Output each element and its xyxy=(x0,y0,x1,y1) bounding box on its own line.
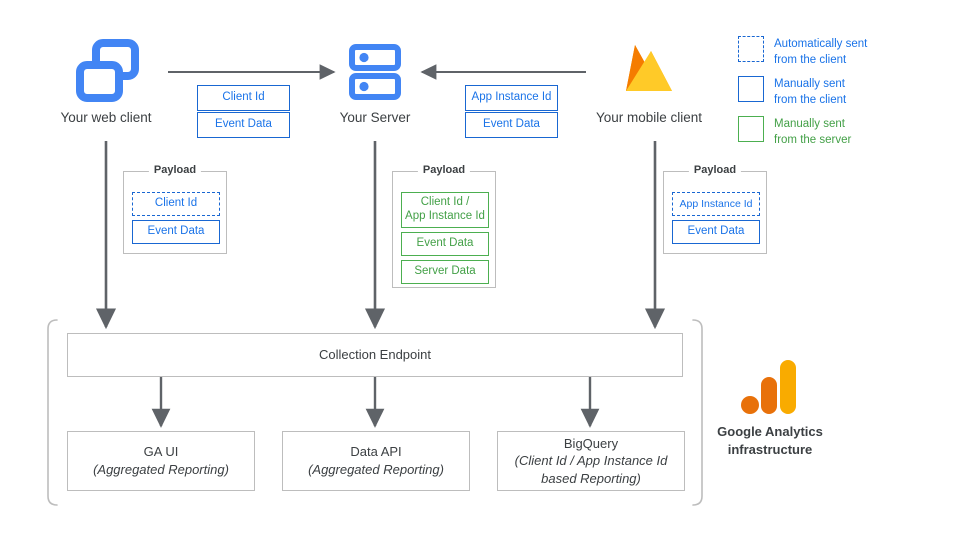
legend-manual-client-line1: Manually sent xyxy=(774,78,845,90)
legend-item-manual-server: Manually sent from the server xyxy=(738,116,851,149)
collection-endpoint-label: Collection Endpoint xyxy=(318,347,432,363)
output-box-ga-ui: GA UI (Aggregated Reporting) xyxy=(67,431,255,491)
legend-auto-client-line1: Automatically sent xyxy=(774,38,868,50)
output-ga-ui-title: GA UI xyxy=(143,444,179,460)
transfer-mobile-app-instance-id: App Instance Id xyxy=(465,85,558,111)
infrastructure-caption-line1: Google Analytics xyxy=(717,424,823,439)
collection-endpoint-box: Collection Endpoint xyxy=(67,333,683,377)
legend-swatch-dashed-blue xyxy=(738,36,764,62)
payload-server-ids-line2: App Instance Id xyxy=(405,210,485,222)
legend-swatch-solid-green xyxy=(738,116,764,142)
output-data-api-title: Data API xyxy=(350,444,402,460)
payload-server-ids-line1: Client Id / xyxy=(420,196,470,209)
output-data-api-subtitle: (Aggregated Reporting) xyxy=(308,462,444,477)
payload-web-title: Payload xyxy=(148,164,202,176)
legend-manual-client-line2: from the client xyxy=(774,93,847,106)
firebase-icon xyxy=(626,45,672,91)
payload-mobile: Payload App Instance Id Event Data xyxy=(663,164,767,254)
payload-server-server-data: Server Data xyxy=(401,260,489,284)
legend-item-manual-client: Manually sent from the client xyxy=(738,76,846,109)
payload-server-event-data: Event Data xyxy=(401,232,489,256)
legend-swatch-solid-blue xyxy=(738,76,764,102)
payload-mobile-app-instance-id: App Instance Id xyxy=(672,192,760,216)
server-icon xyxy=(349,44,401,100)
payload-server-title: Payload xyxy=(417,164,471,176)
output-bigquery-title: BigQuery xyxy=(563,435,619,451)
output-ga-ui-subtitle: (Aggregated Reporting) xyxy=(93,462,229,477)
payload-web: Payload Client Id Event Data xyxy=(123,164,227,254)
infra-bracket-right xyxy=(692,319,703,506)
output-box-bigquery: BigQuery (Client Id / App Instance Id ba… xyxy=(497,431,685,491)
payload-server: Payload Client Id / App Instance Id Even… xyxy=(392,164,496,288)
legend: Automatically sent from the client Manua… xyxy=(738,36,938,146)
legend-manual-server-line1: Manually sent xyxy=(774,118,845,130)
google-analytics-logo xyxy=(741,360,796,414)
payload-web-event-data: Event Data xyxy=(132,220,220,244)
output-bigquery-subtitle-line2: based Reporting) xyxy=(541,470,641,486)
web-client-label: Your web client xyxy=(60,110,152,125)
infra-bracket-left xyxy=(47,319,58,506)
output-bigquery-subtitle-line1: (Client Id / App Instance Id xyxy=(514,453,668,469)
infrastructure-caption-line2: infrastructure xyxy=(727,441,813,457)
server-label: Your Server xyxy=(339,110,411,125)
mobile-client-label: Your mobile client xyxy=(595,110,703,125)
transfer-web-event-data: Event Data xyxy=(197,112,290,138)
legend-item-auto-client: Automatically sent from the client xyxy=(738,36,867,69)
payload-mobile-title: Payload xyxy=(688,164,742,176)
transfer-web-client-id: Client Id xyxy=(197,85,290,111)
legend-auto-client-line2: from the client xyxy=(774,53,847,66)
payload-server-ids: Client Id / App Instance Id xyxy=(401,192,489,228)
payload-mobile-event-data: Event Data xyxy=(672,220,760,244)
web-client-icon xyxy=(76,39,139,102)
output-box-data-api: Data API (Aggregated Reporting) xyxy=(282,431,470,491)
transfer-mobile-event-data: Event Data xyxy=(465,112,558,138)
payload-web-client-id: Client Id xyxy=(132,192,220,216)
legend-manual-server-line2: from the server xyxy=(774,133,852,146)
infrastructure-caption: Google Analytics infrastructure xyxy=(690,423,850,458)
